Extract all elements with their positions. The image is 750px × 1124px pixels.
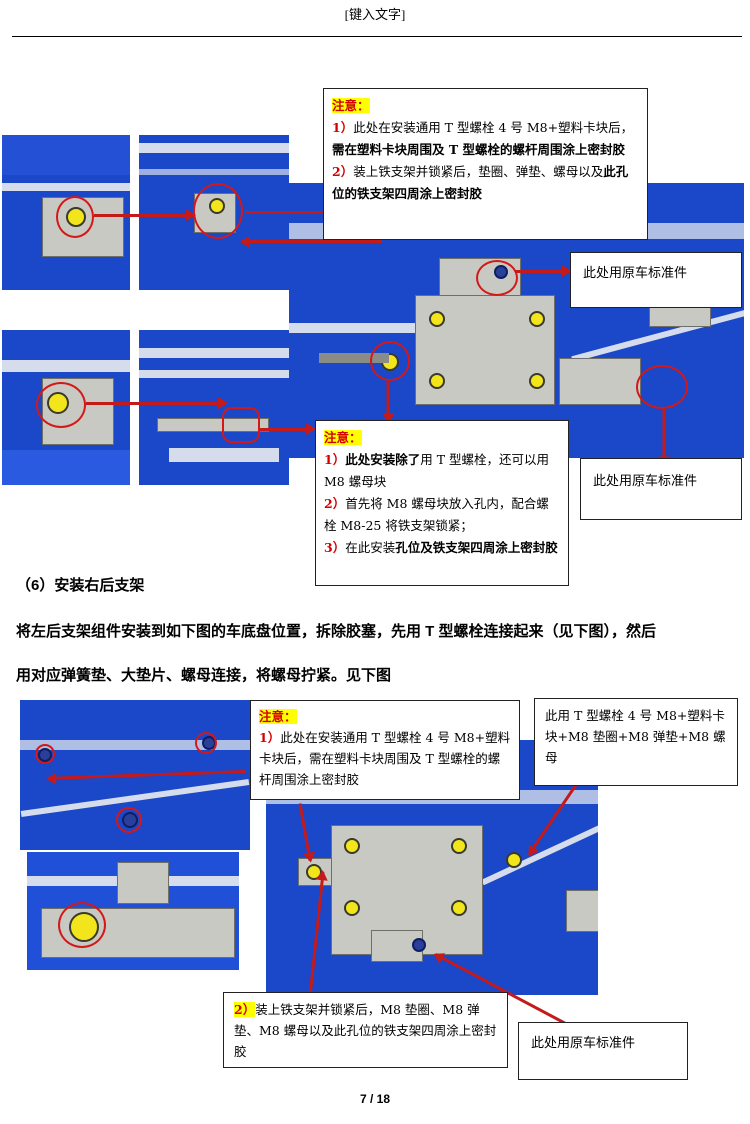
pointer-arrow xyxy=(94,209,196,221)
label-bolt-combo: 此用 T 型螺栓 4 号 M8+塑料卡块+M8 垫圈+M8 弹垫+M8 螺母 xyxy=(534,698,738,786)
note-item-text: 首先将 M8 螺母块放入孔内，配合螺栓 M8-25 将铁支架锁紧； xyxy=(324,496,549,533)
note-item: 1）此处安装除了用 T 型螺栓，还可以用 M8 螺母块 xyxy=(324,449,560,493)
note-item: 3）在此安装孔位及铁支架四周涂上密封胶 xyxy=(324,537,560,559)
label-text: 此处用原车标准件 xyxy=(531,1036,636,1051)
page-number: 7 / 18 xyxy=(359,1092,391,1106)
note-heading: 注意： xyxy=(324,430,362,445)
note-item: 1）此处在安装通用 T 型螺栓 4 号 M8+塑料卡块后， 需在塑料卡块周围及 T… xyxy=(332,117,639,161)
highlight-circle xyxy=(370,341,410,381)
label-text: 此处用原车标准件 xyxy=(593,474,698,489)
pointer-arrow xyxy=(386,381,390,422)
note-item-text: 装上铁支架并锁紧后，垫圈、弹垫、螺母以及 xyxy=(353,164,604,179)
label-standard-part-bottom: 此处用原车标准件 xyxy=(518,1022,688,1080)
pointer-arrow xyxy=(260,423,316,435)
pointer-arrow xyxy=(662,408,666,465)
highlight-circle xyxy=(195,732,217,754)
note-item: 2）装上铁支架并锁紧后，垫圈、弹垫、螺母以及此孔位的铁支架四周涂上密封胶 xyxy=(332,161,639,205)
note-item-number: 3） xyxy=(324,540,346,555)
note-item-bold: 此处安装除了 xyxy=(345,452,421,467)
label-standard-part-mid: 此处用原车标准件 xyxy=(580,458,742,520)
note-item-number: 1） xyxy=(324,452,346,467)
note-box-bottom-1: 注意： 1）此处在安装通用 T 型螺栓 4 号 M8+塑料卡块后，需在塑料卡块周… xyxy=(250,700,520,800)
note-item-text: 此处在安装通用 T 型螺栓 4 号 M8+塑料卡块后，需在塑料卡块周围及 T 型… xyxy=(259,730,511,787)
label-text: 此处用原车标准件 xyxy=(583,266,688,281)
pointer-arrow xyxy=(515,265,572,277)
note-item-number: 2） xyxy=(332,164,354,179)
highlight-box xyxy=(222,407,260,443)
highlight-circle xyxy=(476,260,518,296)
note-item-bold: 需在塑料卡块周围及 T 型螺栓的螺杆周围涂上密封胶 xyxy=(332,142,626,157)
note-item-text: 在此安装 xyxy=(345,540,396,555)
note-item-bold: 此孔位的铁支架四周涂上密封胶 xyxy=(332,164,629,201)
note-item-number: 2） xyxy=(324,496,346,511)
highlight-circle xyxy=(35,744,55,764)
photo-left-bottom-2 xyxy=(139,330,289,485)
page-header: [键入文字] xyxy=(344,7,406,22)
highlight-circle xyxy=(193,183,243,239)
note-item: 1）此处在安装通用 T 型螺栓 4 号 M8+塑料卡块后，需在塑料卡块周围及 T… xyxy=(259,727,511,790)
highlight-circle xyxy=(636,365,688,409)
note-item-number: 1） xyxy=(332,120,354,135)
highlight-circle xyxy=(56,196,94,238)
highlight-circle xyxy=(36,382,86,428)
note-item: 2）装上铁支架并锁紧后，M8 垫圈、M8 弹垫、M8 螺母以及此孔位的铁支架四周… xyxy=(234,999,497,1062)
label-standard-part-top: 此处用原车标准件 xyxy=(570,252,742,308)
note-box-top: 注意： 1）此处在安装通用 T 型螺栓 4 号 M8+塑料卡块后， 需在塑料卡块周… xyxy=(323,88,648,240)
note-item-number: 2） xyxy=(234,1002,256,1017)
paragraph-line-2: 用对应弹簧垫、大垫片、螺母连接，将螺母拧紧。见下图 xyxy=(16,667,392,684)
pointer-arrow xyxy=(242,240,382,243)
note-item-text: 此处在安装通用 T 型螺栓 4 号 M8+塑料卡块后， xyxy=(353,120,634,135)
note-item: 2）首先将 M8 螺母块放入孔内，配合螺栓 M8-25 将铁支架锁紧； xyxy=(324,493,560,537)
note-item-text: 装上铁支架并锁紧后，M8 垫圈、M8 弹垫、M8 螺母以及此孔位的铁支架四周涂上… xyxy=(234,1002,497,1059)
photo-bottom-left-lower xyxy=(27,852,239,970)
paragraph-line-1: 将左后支架组件安装到如下图的车底盘位置，拆除胶塞，先用 T 型螺栓连接起来（见下… xyxy=(16,623,657,640)
note-item-text: 用 T 型螺栓，还可以用 M8 螺母块 xyxy=(324,452,550,489)
highlight-circle xyxy=(58,902,106,948)
pointer-arrow xyxy=(86,397,228,409)
note-heading: 注意： xyxy=(332,98,370,113)
section-title: （6）安装右后支架 xyxy=(16,577,145,594)
label-text: 此用 T 型螺栓 4 号 M8+塑料卡块+M8 垫圈+M8 弹垫+M8 螺母 xyxy=(545,708,726,765)
header-divider xyxy=(12,36,742,37)
note-heading: 注意： xyxy=(259,709,297,724)
note-box-mid: 注意： 1）此处安装除了用 T 型螺栓，还可以用 M8 螺母块 2）首先将 M8… xyxy=(315,420,569,586)
note-box-bottom-2: 2）装上铁支架并锁紧后，M8 垫圈、M8 弹垫、M8 螺母以及此孔位的铁支架四周… xyxy=(223,992,508,1068)
note-item-number: 1） xyxy=(259,730,281,745)
note-item-bold: 孔位及铁支架四周涂上密封胶 xyxy=(395,540,558,555)
highlight-circle xyxy=(116,807,142,833)
